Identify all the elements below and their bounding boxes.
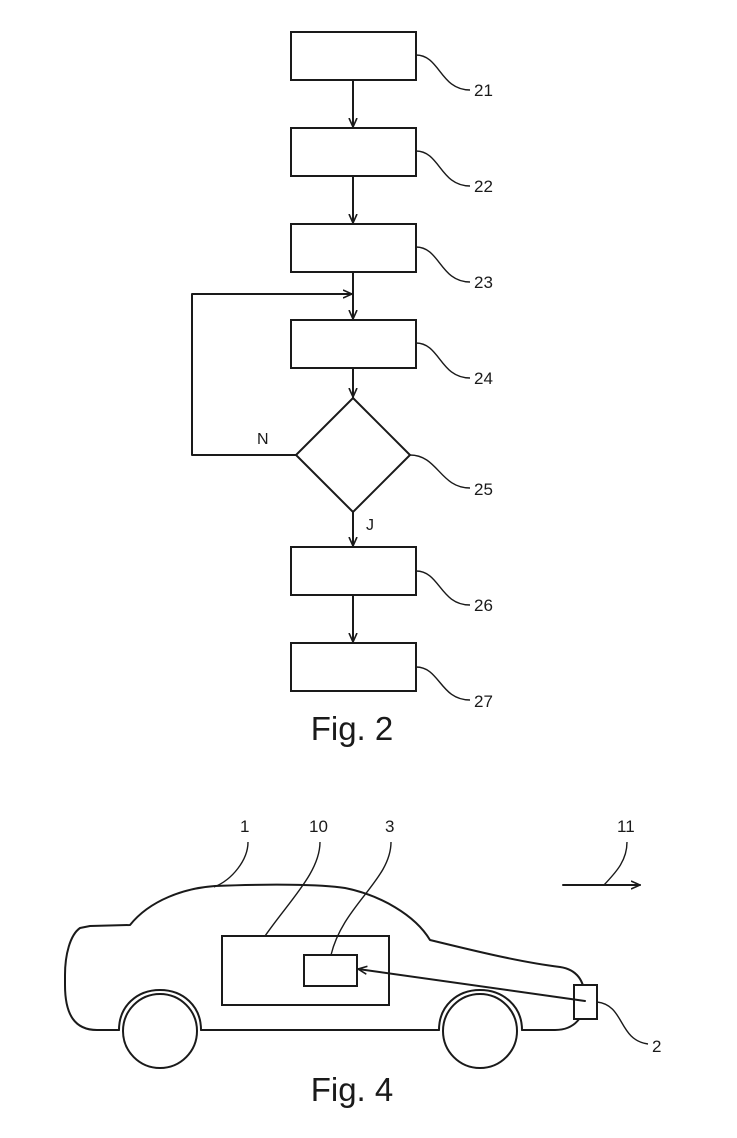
leader-27 <box>415 666 471 701</box>
leader-25 <box>409 454 471 489</box>
signal-arrow <box>358 969 586 1002</box>
ref-10: 10 <box>309 817 328 836</box>
sensor-box-2 <box>573 984 598 1020</box>
ref-21: 21 <box>474 81 493 100</box>
ref-24: 24 <box>474 369 493 388</box>
leader-1 <box>213 841 249 888</box>
leader-21 <box>415 54 471 91</box>
step-box-22 <box>290 127 417 177</box>
ref-11: 11 <box>617 817 635 836</box>
leader-10 <box>264 841 321 937</box>
vehicle-body <box>64 883 586 1031</box>
step-box-23 <box>290 223 417 273</box>
leader-26 <box>415 570 471 606</box>
rear-wheel-arch <box>118 989 202 1031</box>
loop-no-branch <box>191 294 353 456</box>
label-no: N <box>257 431 269 448</box>
leader-11 <box>603 841 628 886</box>
leader-22 <box>415 150 471 187</box>
ref-27: 27 <box>474 692 493 711</box>
ref-1: 1 <box>240 817 249 836</box>
ref-26: 26 <box>474 596 493 615</box>
flowchart-fig2: 21 22 23 24 25 N J 26 27 <box>191 31 493 747</box>
caption-fig2: Fig. 2 <box>311 710 394 747</box>
step-box-27 <box>290 642 417 692</box>
step-box-21 <box>290 31 417 81</box>
step-box-26 <box>290 546 417 596</box>
leader-23 <box>415 246 471 283</box>
ref-25: 25 <box>474 480 493 499</box>
rear-wheel <box>122 993 198 1069</box>
step-box-24 <box>290 319 417 369</box>
ref-23: 23 <box>474 273 493 292</box>
leader-2 <box>596 1001 649 1045</box>
leader-3 <box>330 841 392 956</box>
front-wheel-arch <box>438 989 523 1031</box>
front-wheel <box>442 993 518 1069</box>
ref-22: 22 <box>474 177 493 196</box>
vehicle-fig4: 1 10 3 11 2 Fig. 4 <box>64 817 661 1108</box>
decision-diamond-25 <box>294 396 412 514</box>
unit-box-3 <box>303 954 358 987</box>
ref-3: 3 <box>385 817 394 836</box>
caption-fig4: Fig. 4 <box>311 1071 394 1108</box>
label-yes: J <box>366 517 374 534</box>
ref-2: 2 <box>652 1037 661 1056</box>
leader-24 <box>415 342 471 379</box>
